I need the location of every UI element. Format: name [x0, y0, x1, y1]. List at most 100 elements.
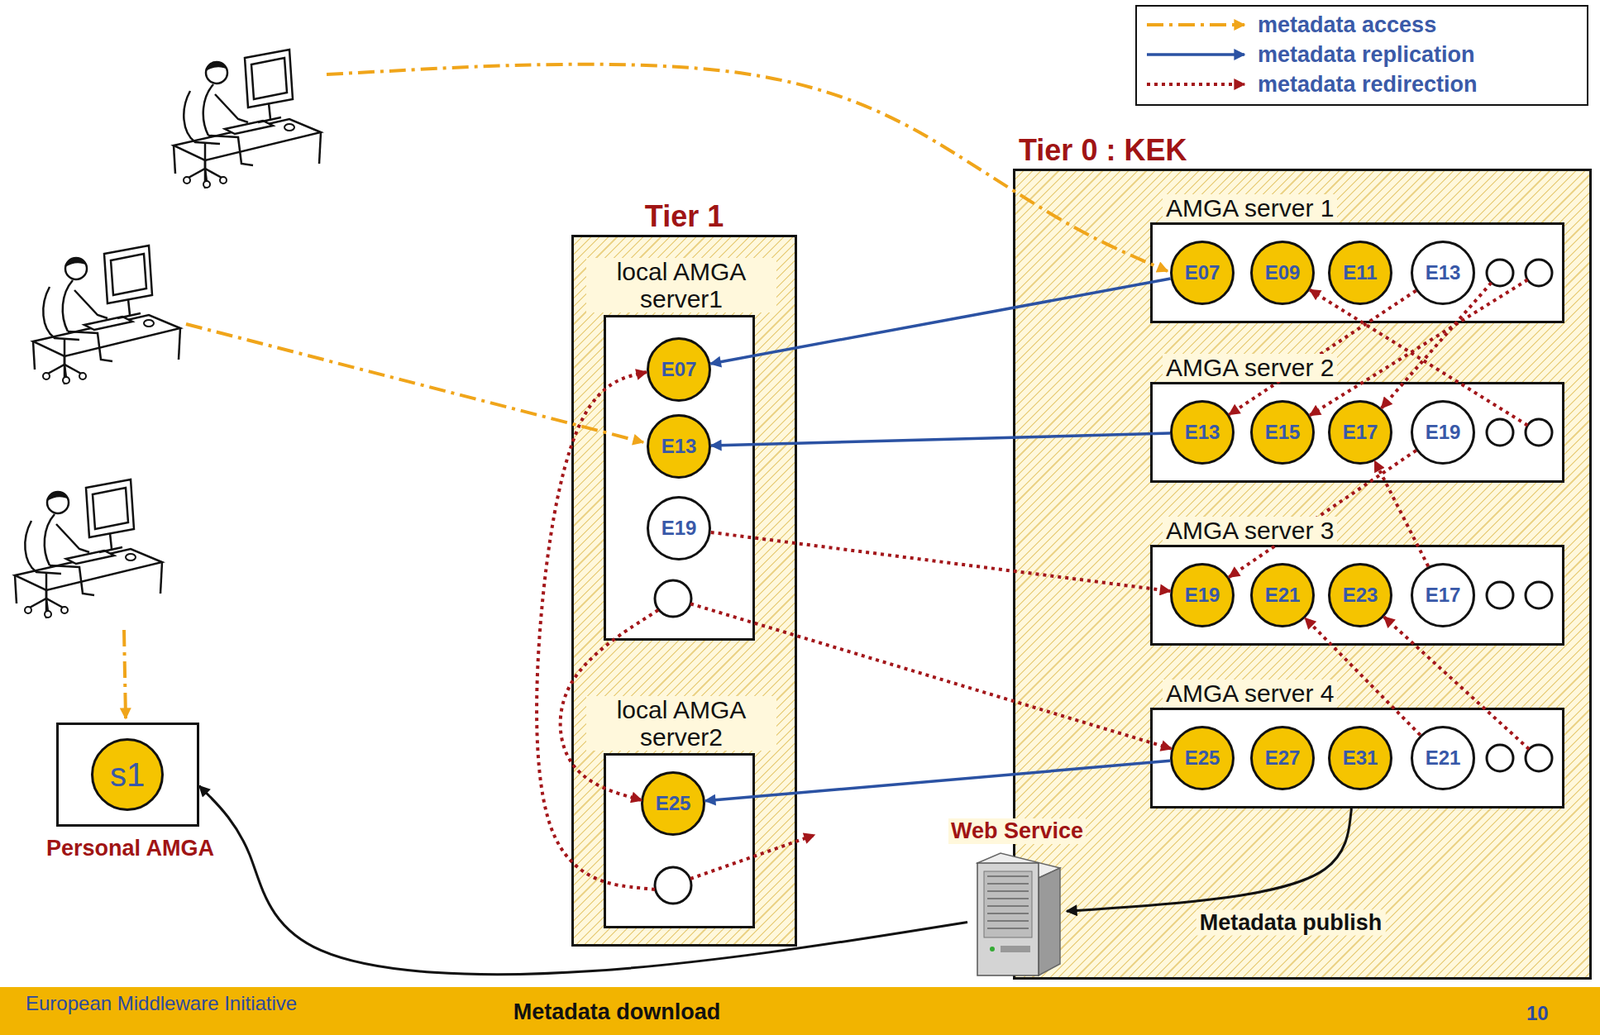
drawing-part — [989, 946, 995, 952]
footer-bar — [0, 987, 1600, 1035]
circle-label: E27 — [1265, 746, 1301, 770]
drawing-part — [268, 103, 271, 120]
drawing-part — [14, 575, 17, 604]
metadata-circle: E09 — [1250, 240, 1315, 306]
access-line — [326, 64, 1168, 272]
redirection-line — [536, 372, 655, 890]
empty-slot — [1486, 582, 1514, 609]
legend-text: metadata redirection — [1257, 70, 1478, 99]
box-heading: Tier 1 — [573, 199, 795, 235]
circle-label: E07 — [1184, 261, 1221, 285]
metadata-circle: E17 — [1327, 400, 1393, 465]
replication-arrow — [710, 278, 1171, 364]
user-at-computer — [14, 479, 163, 619]
legend-box: metadata accessmetadata replicationmetad… — [1135, 4, 1589, 106]
empty-slot — [1486, 259, 1514, 287]
drawing-part — [128, 299, 130, 316]
circle-label: E21 — [1265, 583, 1301, 607]
drawing-part — [14, 549, 163, 591]
drawing-part — [244, 49, 293, 108]
drawing-part — [110, 253, 147, 296]
metadata-circle: E13 — [1170, 400, 1235, 465]
circle-label: E25 — [1184, 746, 1221, 770]
drawing-part — [63, 339, 67, 365]
metadata-circle: E21 — [1250, 563, 1315, 628]
circle-label: E31 — [1342, 746, 1379, 770]
redirect-circle: E21 — [1410, 725, 1476, 791]
drawing-part — [62, 280, 73, 332]
drawing-part — [183, 90, 220, 144]
drawing-part — [1146, 23, 1245, 27]
drawing-part — [45, 573, 48, 599]
empty-slot — [1525, 745, 1553, 772]
drawing-part — [987, 905, 1029, 908]
legend-sample — [1143, 16, 1252, 34]
empty-slot — [1486, 419, 1514, 446]
access-line — [186, 324, 644, 443]
drawing-part — [183, 176, 191, 184]
page-number: 10 — [1526, 1002, 1549, 1026]
circle-label: E21 — [1425, 746, 1462, 770]
drawing-part — [46, 598, 48, 612]
user-at-computer — [33, 245, 181, 385]
drawing-part — [977, 863, 1039, 976]
empty-slot — [1525, 259, 1553, 287]
redirect-circle: E19 — [1410, 400, 1476, 465]
drawing-part — [160, 562, 163, 594]
drawing-part — [987, 883, 1029, 885]
circle-label: E17 — [1342, 420, 1379, 445]
drawing-part — [204, 143, 207, 169]
drawing-part — [203, 84, 214, 136]
drawing-part — [987, 890, 1029, 893]
redirection-line — [560, 610, 659, 801]
circle-label: E13 — [1425, 261, 1462, 285]
redirection-line — [1384, 616, 1529, 750]
drawing-part — [205, 61, 228, 72]
drawing-part — [67, 331, 113, 362]
drawing-part — [109, 533, 112, 550]
drawing-part — [987, 875, 1029, 878]
drawing-part — [84, 316, 133, 330]
drawing-part — [987, 927, 1029, 930]
metadata-circle: E25 — [1170, 725, 1235, 791]
drawing-part — [44, 611, 52, 618]
drawing-part — [49, 565, 95, 596]
drawing-part — [319, 132, 321, 164]
circle-label: E19 — [1184, 583, 1221, 607]
drawing-part — [173, 145, 176, 174]
redirection-line — [1381, 282, 1492, 409]
drawing-part — [257, 117, 282, 123]
drawing-part — [208, 135, 254, 166]
redirect-circle: E19 — [646, 496, 712, 561]
metadata-circle: E11 — [1327, 240, 1393, 306]
drawing-part — [219, 176, 227, 184]
drawing-part — [99, 547, 123, 553]
circle-label: E25 — [655, 792, 692, 816]
redirect-circle: E13 — [1410, 240, 1476, 306]
circle-label: E23 — [1342, 583, 1379, 607]
metadata-circle: E19 — [1170, 563, 1235, 628]
legend-text: metadata replication — [1257, 40, 1476, 69]
circle-label: E13 — [661, 434, 698, 459]
drawing-part — [251, 57, 287, 100]
drawing-part — [56, 524, 90, 553]
legend-row: metadata access — [1143, 9, 1581, 40]
metadata-circle: E31 — [1327, 725, 1393, 791]
personal-box: Personal AMGAs1 — [56, 722, 200, 827]
box-heading: local AMGA server1 — [586, 257, 777, 313]
drawing-part — [143, 320, 154, 327]
metadata-circle: E25 — [640, 771, 706, 836]
empty-slot — [654, 867, 692, 904]
drawing-part — [104, 245, 153, 304]
box-heading: Web Service — [948, 818, 1086, 845]
box-heading: AMGA server 1 — [1162, 194, 1338, 223]
drawing-part — [205, 168, 207, 182]
drawing-part — [42, 372, 50, 380]
access-line — [124, 630, 126, 719]
drawing-part — [173, 119, 321, 161]
user-at-computer — [173, 49, 321, 189]
drawing-part — [983, 871, 1032, 938]
drawing-part — [33, 315, 181, 357]
drawing-part — [42, 286, 80, 340]
